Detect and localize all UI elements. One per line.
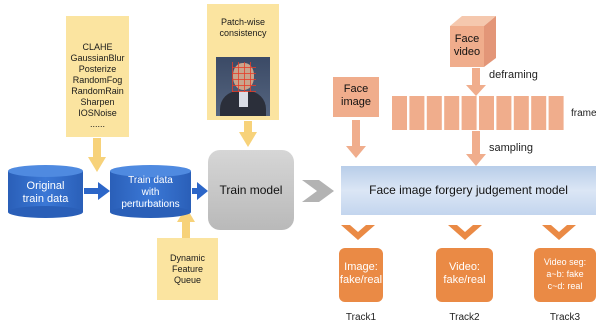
- track1-output-text: Image: fake/real: [339, 261, 383, 286]
- judgement-model-box: [341, 166, 596, 215]
- blue-arrow-2: [192, 182, 208, 200]
- track2-label: Track2: [449, 312, 480, 323]
- frame-9: [531, 96, 547, 130]
- sampling-arrow: [466, 131, 486, 166]
- original-data-label: Original train data: [22, 180, 69, 205]
- deframing-arrow: [466, 68, 486, 96]
- frame-4: [444, 96, 460, 130]
- face-video-cube: [450, 16, 496, 67]
- frame-strip: [392, 96, 564, 130]
- gray-chevron-arrow: [302, 180, 334, 202]
- augmentation-arrow: [88, 138, 106, 172]
- face-video-label: Face video: [453, 33, 481, 58]
- sampling-label: sampling: [489, 142, 534, 154]
- augmentation-list: CLAHE GaussianBlur Posterize RandomFog R…: [70, 42, 125, 129]
- track2-output-box: [436, 248, 493, 302]
- track1-label: Track1: [345, 312, 377, 323]
- track3-output-text: Video seg: a~b: fake c~d: real: [543, 257, 587, 291]
- frame-5: [461, 96, 477, 130]
- deframing-label: deframing: [489, 69, 538, 81]
- queue-note-text: Dynamic Feature Queue: [169, 253, 205, 285]
- train-model-label: Train model: [219, 183, 283, 197]
- track2-output-text: Video: fake/real: [443, 261, 486, 286]
- face-image-arrow: [346, 120, 366, 158]
- original-data-cylinder: [8, 165, 83, 218]
- track1-chevron: [341, 225, 375, 240]
- frame-7: [496, 96, 512, 130]
- track3-chevron: [542, 225, 576, 240]
- face-photo-icon: [216, 57, 270, 116]
- track3-label: Track3: [549, 312, 581, 323]
- frame-6: [479, 96, 494, 130]
- perturbed-data-label: Train data with perturbations: [121, 175, 180, 210]
- face-image-box: [333, 77, 379, 117]
- blue-arrow-1: [84, 182, 110, 200]
- frame-3: [426, 96, 442, 130]
- judgement-model-label: Face image forgery judgement model: [369, 183, 568, 197]
- track2-chevron: [448, 225, 482, 240]
- frame-8: [513, 96, 529, 130]
- track1-output-box: [339, 248, 383, 302]
- frame-2: [409, 96, 425, 130]
- face-image-label: Face image: [341, 83, 371, 108]
- queue-note: [157, 238, 218, 300]
- frame-1: [392, 96, 407, 130]
- track3-output-box: [534, 248, 596, 302]
- frames-label: frame: [571, 108, 596, 119]
- patch-arrow: [239, 121, 257, 147]
- patch-note-text: Patch-wise consistency: [219, 17, 267, 38]
- perturbed-data-cylinder: [110, 165, 191, 218]
- augmentation-note: [66, 16, 129, 137]
- frame-10: [548, 96, 564, 130]
- train-model-box: [208, 150, 294, 230]
